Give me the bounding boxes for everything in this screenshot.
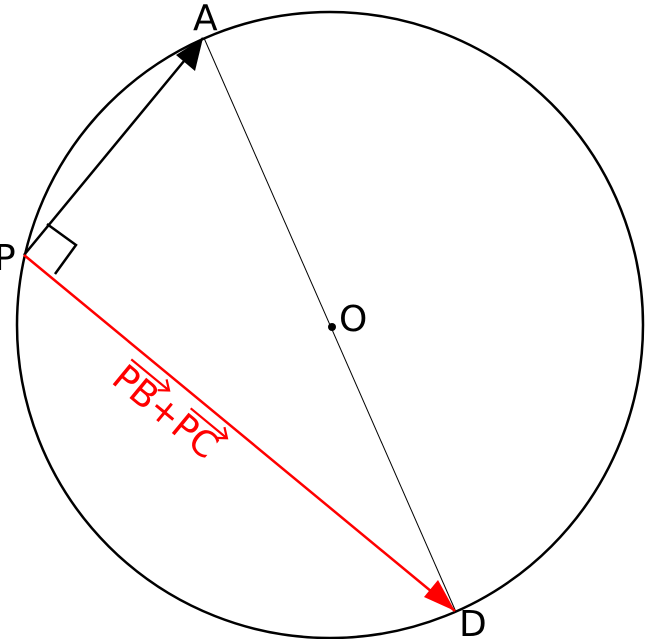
- label-p: P: [0, 238, 16, 279]
- arrow-over-pc: [189, 407, 229, 440]
- label-o: O: [339, 299, 367, 340]
- vector-pd: [23, 254, 456, 612]
- label-a: A: [193, 0, 218, 39]
- arrow-over-pb: [130, 358, 171, 392]
- svg-text:PB+PC: PB+PC: [104, 357, 225, 467]
- vector-pa: [23, 37, 204, 256]
- right-angle-marker: [46, 222, 78, 275]
- circle: [15, 10, 645, 639]
- vector-pd-arrowhead: [424, 580, 455, 611]
- label-d: D: [459, 604, 487, 639]
- vector-pa-arrowhead: [176, 38, 203, 71]
- center-point: [328, 323, 336, 331]
